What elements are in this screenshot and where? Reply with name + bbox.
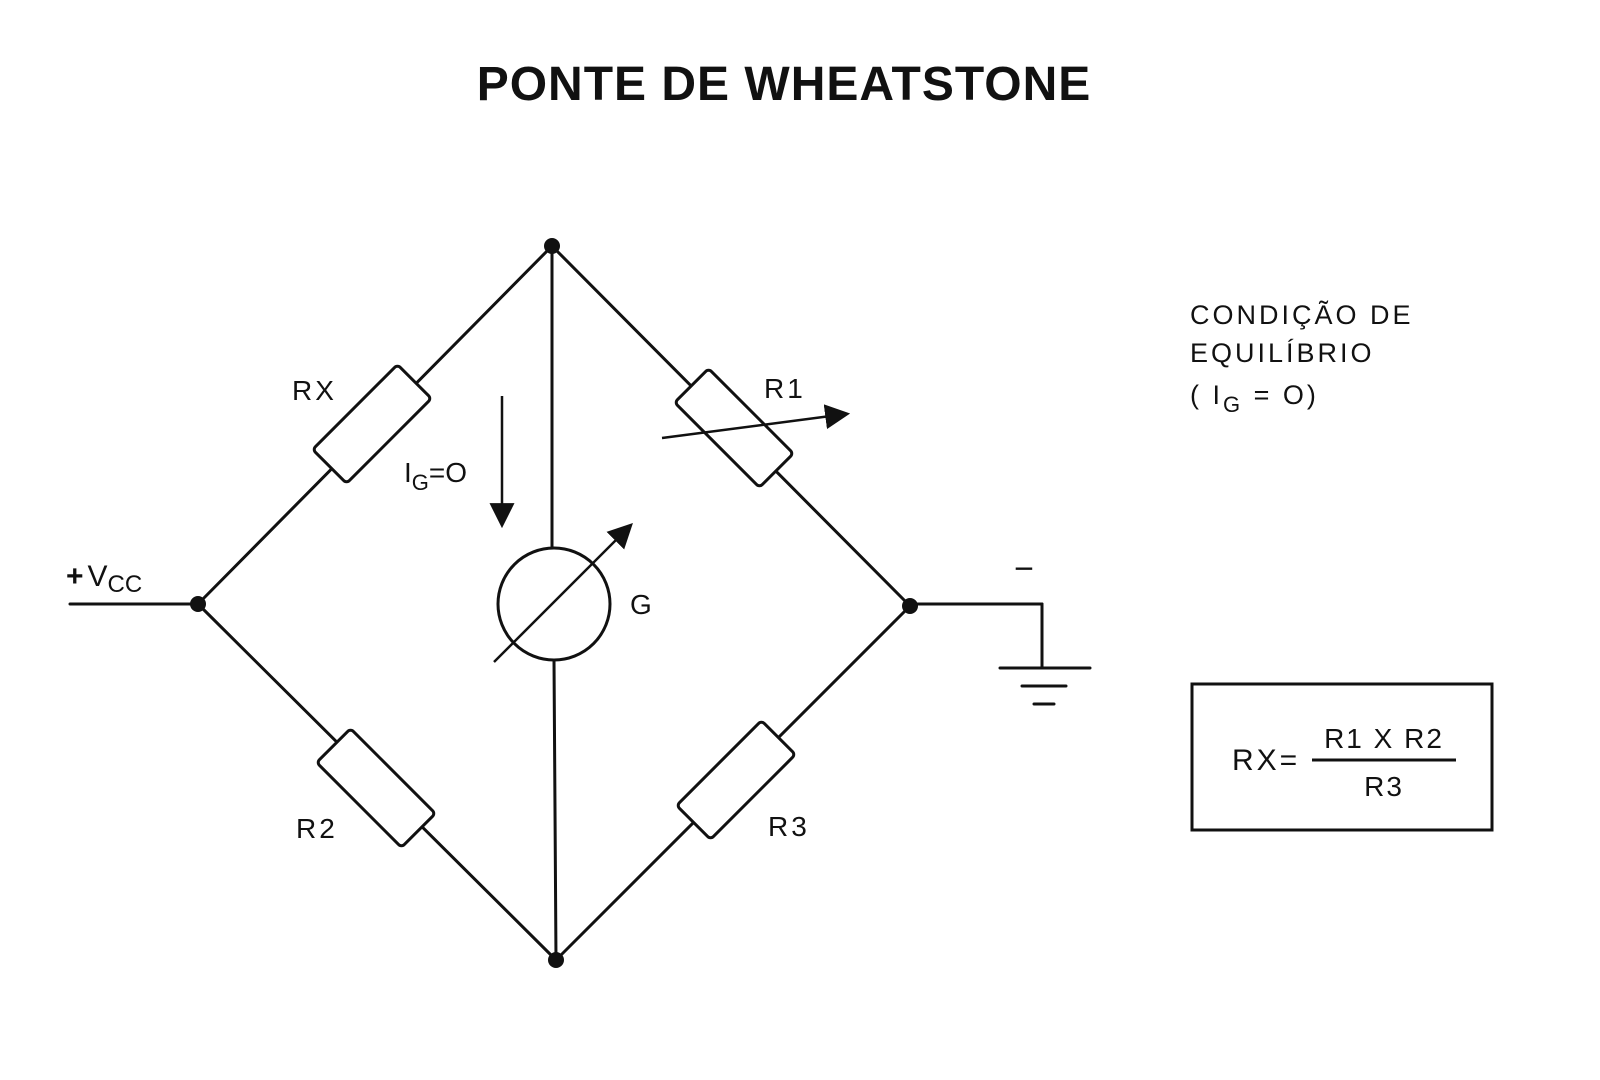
resistor-r3 [676, 720, 796, 840]
resistor-r2 [316, 728, 436, 848]
r1-variable-arrow-icon [661, 404, 851, 440]
formula-denominator: R3 [1364, 771, 1404, 802]
ground-symbol [998, 666, 1092, 706]
node-right [902, 598, 918, 614]
node-top [544, 238, 560, 254]
condition-line-1: CONDIÇÃO DE [1190, 299, 1414, 330]
wire-galvanometer-bottom [552, 658, 558, 962]
label-r1: R1 [764, 373, 806, 404]
formula-box [1190, 682, 1494, 832]
ground-minus-sign: − [1014, 550, 1034, 588]
resistor-rx [312, 364, 432, 484]
formula-numerator: R1 X R2 [1324, 723, 1444, 754]
galvanometer-circle [496, 546, 612, 662]
node-bottom [548, 952, 564, 968]
galvanometer-needle-arrow-icon [493, 523, 633, 663]
formula-lhs: RX= [1232, 744, 1300, 777]
label-rx: RX [292, 375, 337, 406]
condition-line-2: EQUILÍBRIO [1190, 338, 1375, 368]
supply-label: +VCC [66, 560, 142, 598]
node-left [190, 596, 206, 612]
diagram-title: PONTE DE WHEATSTONE [477, 58, 1092, 111]
label-r2: R2 [296, 813, 338, 844]
condition-line-3: ( IG = O) [1190, 380, 1319, 417]
galvanometer-label: G [630, 589, 652, 620]
label-r3: R3 [768, 811, 810, 842]
current-label: IG=O [404, 457, 467, 495]
